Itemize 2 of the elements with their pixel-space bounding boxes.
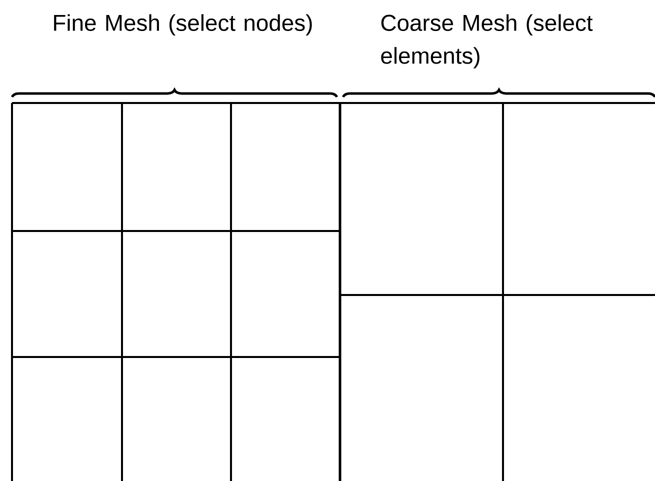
mesh-label: Coarse Mesh (select elements) <box>381 14 593 68</box>
mesh-label: Fine Mesh (select nodes) <box>54 14 312 36</box>
